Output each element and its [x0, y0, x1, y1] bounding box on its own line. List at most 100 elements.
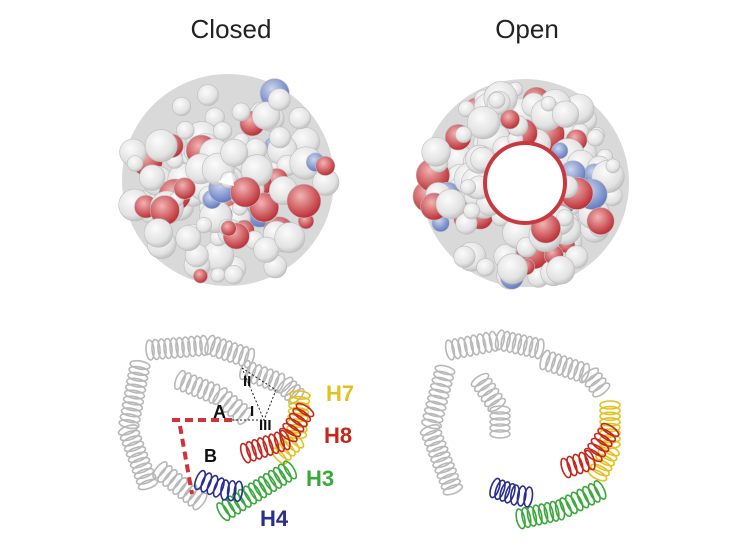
helix-gray	[425, 400, 447, 412]
helix-gray	[187, 335, 197, 358]
helix-h8	[583, 447, 603, 463]
helix-gray	[157, 338, 167, 360]
helix-h8	[593, 432, 613, 448]
surface-blob	[586, 207, 615, 236]
helix-h3	[554, 499, 566, 521]
helix-h7	[597, 448, 618, 462]
helix-gray	[175, 336, 185, 359]
helix-gray	[494, 329, 506, 351]
helix-h4	[509, 484, 521, 506]
helix-gray	[163, 337, 173, 360]
helix-gray	[193, 335, 203, 357]
helix-gray	[470, 372, 490, 388]
helix-gray	[162, 469, 178, 487]
helix-gray	[131, 462, 153, 475]
label-h4: H4	[260, 506, 289, 531]
helix-gray	[151, 338, 161, 361]
helix-h8	[572, 453, 584, 475]
helix-gray	[127, 451, 149, 464]
helix-gray	[226, 342, 239, 363]
helix-gray	[422, 412, 444, 424]
helix-gray	[489, 429, 511, 439]
helix-gray	[202, 381, 215, 402]
helix-gray	[469, 334, 481, 356]
label-roman-3: III	[259, 417, 272, 434]
helices-open	[419, 329, 621, 530]
helix-gray	[528, 336, 540, 359]
distance-line-b	[178, 425, 194, 495]
surface-blob	[540, 95, 557, 112]
helix-gray	[442, 483, 464, 496]
helix-gray	[489, 417, 511, 427]
helix-h8	[282, 422, 302, 438]
helix-h3	[576, 488, 590, 509]
annotation-lines	[172, 367, 277, 495]
surface-blob	[213, 121, 233, 141]
helix-h7	[599, 411, 621, 422]
title-open: Open	[495, 14, 559, 44]
helix-h8	[279, 429, 291, 451]
helix-gray	[534, 338, 545, 360]
helix-gray	[506, 331, 517, 354]
helix-h8	[256, 437, 269, 458]
label-h8: H8	[324, 423, 352, 448]
helix-h4	[220, 479, 230, 501]
surface-blob	[253, 236, 280, 263]
helix-gray	[129, 359, 151, 371]
helix-gray	[489, 411, 511, 421]
helix-gray	[438, 472, 460, 485]
helix-h4	[516, 485, 527, 507]
helix-gray	[256, 366, 269, 387]
helix-gray	[420, 418, 443, 430]
helix-h3	[521, 506, 532, 529]
helix-gray	[573, 360, 585, 382]
helix-gray	[192, 492, 208, 511]
helix-h4	[504, 482, 516, 504]
helix-h4	[226, 479, 237, 502]
helix-h3	[570, 491, 584, 512]
helix-gray	[428, 388, 450, 400]
helix-gray	[451, 338, 462, 360]
helix-h8	[295, 402, 315, 418]
helix-gray	[169, 337, 179, 359]
helix-gray	[181, 336, 191, 358]
surface-blob	[586, 129, 605, 147]
helix-h7	[590, 463, 610, 477]
surface-blob	[315, 155, 336, 176]
helix-h4	[193, 469, 207, 491]
helix-h3	[532, 504, 543, 526]
surface-open	[412, 79, 629, 290]
helix-gray	[199, 334, 209, 357]
helix-gray	[137, 478, 159, 491]
helix-h8	[597, 427, 617, 443]
surface-blob	[274, 222, 306, 254]
helix-gray	[222, 395, 238, 413]
helix-gray	[511, 333, 523, 355]
helix-h8	[273, 431, 286, 453]
helix-h8	[578, 451, 590, 473]
helix-gray	[261, 368, 274, 389]
helix-h3	[252, 479, 268, 499]
helix-h3	[526, 505, 538, 527]
surface-blob	[421, 137, 451, 167]
helix-h3	[543, 501, 555, 524]
helix-gray	[544, 351, 557, 373]
helix-h4	[489, 477, 501, 499]
helix-gray	[517, 334, 528, 356]
helix-gray	[125, 445, 147, 458]
helix-gray	[121, 401, 144, 412]
helix-gray	[157, 465, 173, 483]
helix-gray	[120, 407, 142, 418]
helix-gray	[133, 467, 155, 480]
label-a: A	[213, 402, 226, 422]
helix-gray	[556, 355, 568, 376]
helix-gray	[221, 340, 233, 361]
pore-rim	[483, 141, 567, 225]
surface-blob	[220, 220, 237, 237]
helix-gray	[276, 376, 294, 394]
helix-h3	[257, 476, 273, 496]
helix-gray	[212, 387, 228, 405]
helix-gray	[426, 440, 447, 453]
helix-h3	[587, 482, 601, 503]
label-roman-1: I	[250, 403, 254, 420]
